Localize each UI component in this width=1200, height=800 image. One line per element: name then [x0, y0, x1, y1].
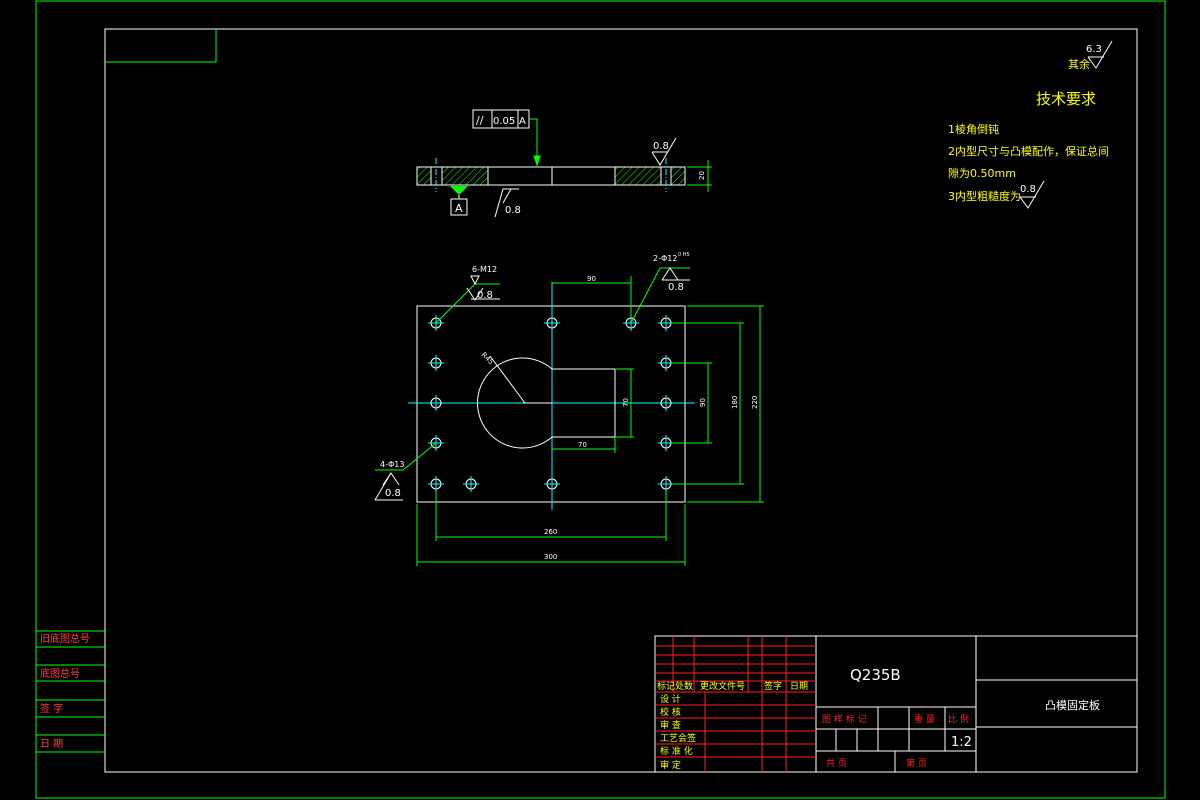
tb-scale-label: 比 例 — [948, 713, 969, 725]
dim-90-right: 90 — [699, 398, 707, 407]
tb-date: 日期 — [790, 681, 808, 692]
tb-part-name: 凸模固定板 — [1045, 698, 1100, 712]
drawing-no-label: 底图总号 — [40, 667, 80, 680]
signature-label: 签 字 — [40, 702, 63, 715]
pin-callout: 2-Φ12 — [653, 254, 677, 263]
general-roughness-label: 其余 — [1068, 57, 1090, 71]
tech-req-roughness-symbol — [1019, 180, 1045, 209]
dim-70-bottom: 70 — [578, 441, 587, 449]
hole-callout: 4-Φ13 — [380, 460, 404, 469]
hole — [658, 315, 674, 331]
pin-roughness-symbol — [661, 267, 690, 281]
hole — [463, 476, 479, 492]
hole-roughness-symbol — [374, 472, 403, 501]
tech-req-item-2: 2内型尺寸与凸模配作，保证总间 — [948, 144, 1109, 158]
tolerance-datum: A — [519, 116, 526, 127]
tech-req-item-1: 1棱角倒钝 — [948, 122, 999, 136]
tb-design: 设 计 — [660, 693, 681, 705]
tech-req-item-3: 3内型粗糙度为 — [948, 189, 1021, 203]
tb-weight: 重 量 — [914, 713, 935, 725]
thread-roughness-symbol — [466, 275, 500, 301]
old-drawing-no-label: 旧底图总号 — [40, 632, 90, 645]
section-roughness-bottom — [494, 188, 519, 218]
hole — [430, 395, 442, 411]
section-roughness-bottom-value: 0.8 — [505, 205, 521, 216]
datum-a-symbol — [450, 186, 468, 216]
drawing-frame — [104, 28, 1138, 773]
hole — [660, 395, 672, 411]
general-roughness-symbol — [1087, 40, 1113, 69]
pin-roughness-value: 0.8 — [668, 282, 684, 293]
tb-material: Q235B — [850, 666, 901, 684]
tb-approve: 审 定 — [660, 759, 681, 771]
hole — [658, 476, 674, 492]
tech-req-title: 技术要求 — [1036, 90, 1096, 108]
thread-callout: 6-M12 — [472, 265, 497, 274]
tb-mark: 标记 — [657, 680, 675, 692]
sheet-outer-border — [35, 0, 1166, 799]
tb-check: 校 核 — [660, 706, 681, 718]
tb-stage-mark: 图 样 标 记 — [822, 713, 867, 725]
datum-a-label: A — [455, 202, 463, 215]
tech-req-roughness-value: 0.8 — [1020, 184, 1036, 195]
hole-roughness-value: 0.8 — [385, 488, 401, 499]
general-roughness-value: 6.3 — [1086, 44, 1102, 55]
side-record-block — [36, 630, 105, 753]
tolerance-value: 0.05 — [493, 116, 515, 127]
dimension-lines — [375, 267, 764, 566]
dim-90-top: 90 — [587, 275, 596, 283]
tb-sign: 签字 — [764, 680, 782, 692]
tech-req-item-2-cont: 隙为0.50mm — [948, 166, 1016, 180]
tb-count: 处数 — [675, 680, 693, 692]
section-view — [416, 158, 712, 192]
tb-total-sheets: 共 页 — [826, 758, 847, 769]
dim-70-vertical: 70 — [622, 398, 630, 407]
dim-300: 300 — [544, 553, 557, 561]
date-label: 日 期 — [40, 738, 63, 750]
tolerance-symbol: // — [476, 114, 484, 127]
dim-220: 220 — [751, 396, 759, 409]
thread-roughness-value: 0.8 — [477, 290, 493, 301]
section-roughness-top-value: 0.8 — [653, 141, 669, 152]
hole — [428, 355, 444, 371]
hole — [544, 315, 560, 331]
tb-process: 工艺会签 — [660, 732, 696, 744]
tb-sheet-no: 第 页 — [906, 757, 927, 769]
hole — [658, 435, 674, 451]
hole — [544, 476, 560, 492]
tb-scale-value: 1:2 — [951, 735, 972, 750]
code-box — [105, 29, 217, 63]
parallelism-tolerance-frame — [472, 109, 541, 167]
thickness-dimension: 20 — [698, 171, 706, 180]
pin-fit: 0 H5 — [678, 252, 690, 258]
dim-260: 260 — [544, 528, 557, 536]
hole — [428, 476, 444, 492]
tb-change-doc: 更改文件号 — [700, 680, 745, 692]
title-block — [654, 635, 1138, 773]
dim-180: 180 — [731, 396, 739, 409]
section-roughness-top — [651, 137, 677, 166]
tb-standard: 标 准 化 — [660, 745, 693, 757]
tb-review: 审 查 — [660, 719, 681, 731]
hole — [658, 355, 674, 371]
